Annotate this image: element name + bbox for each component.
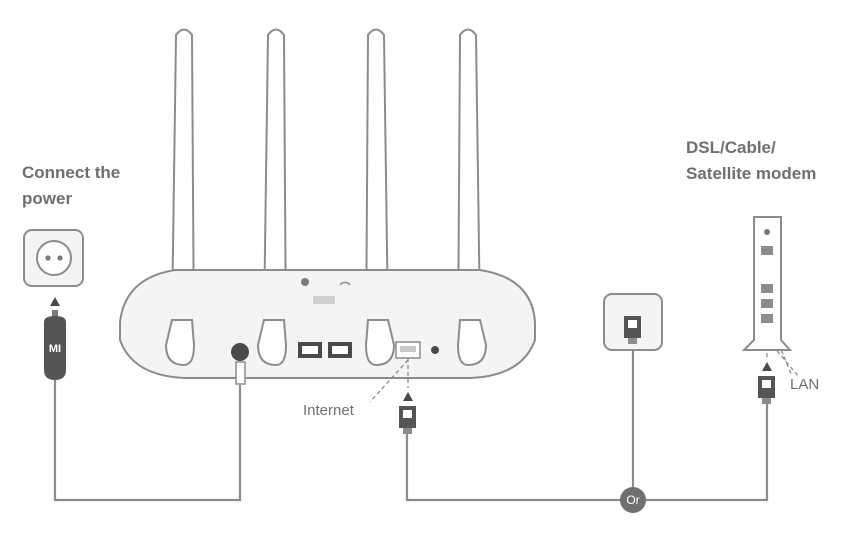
router-indicator-dot (431, 346, 439, 354)
lan-label: LAN (790, 376, 820, 393)
or-badge: Or (620, 487, 646, 513)
power-cable (53, 380, 242, 502)
arrows (50, 297, 772, 401)
router-icon (119, 269, 536, 379)
internet-label: Internet (303, 402, 354, 419)
arrow-up-icon (50, 297, 60, 306)
power-socket-icon (23, 229, 84, 287)
cables (53, 345, 769, 502)
ethernet-plug-icon (399, 406, 416, 434)
arrow-up-icon (762, 362, 772, 371)
modem-label: DSL/Cable/ Satellite modem (686, 138, 817, 183)
router-label-sticker (313, 296, 335, 304)
internet-guide (369, 359, 409, 403)
router-reset-button (301, 278, 309, 286)
router-lan-ports (298, 342, 352, 358)
mi-logo: MI (49, 343, 61, 355)
connect-power-label: Connect the power (22, 163, 121, 208)
router-power-jack (231, 343, 249, 361)
power-adapter-icon: MI (44, 310, 66, 380)
modem-icon (741, 216, 793, 351)
svg-text:Or: Or (626, 493, 639, 507)
arrow-up-icon (403, 392, 413, 401)
internet-cable (405, 402, 769, 502)
ethernet-plug-icon (758, 376, 775, 404)
power-plug-icon (235, 361, 246, 385)
wall-ethernet-port-icon (603, 293, 663, 351)
router-wifi-icon (339, 281, 351, 286)
